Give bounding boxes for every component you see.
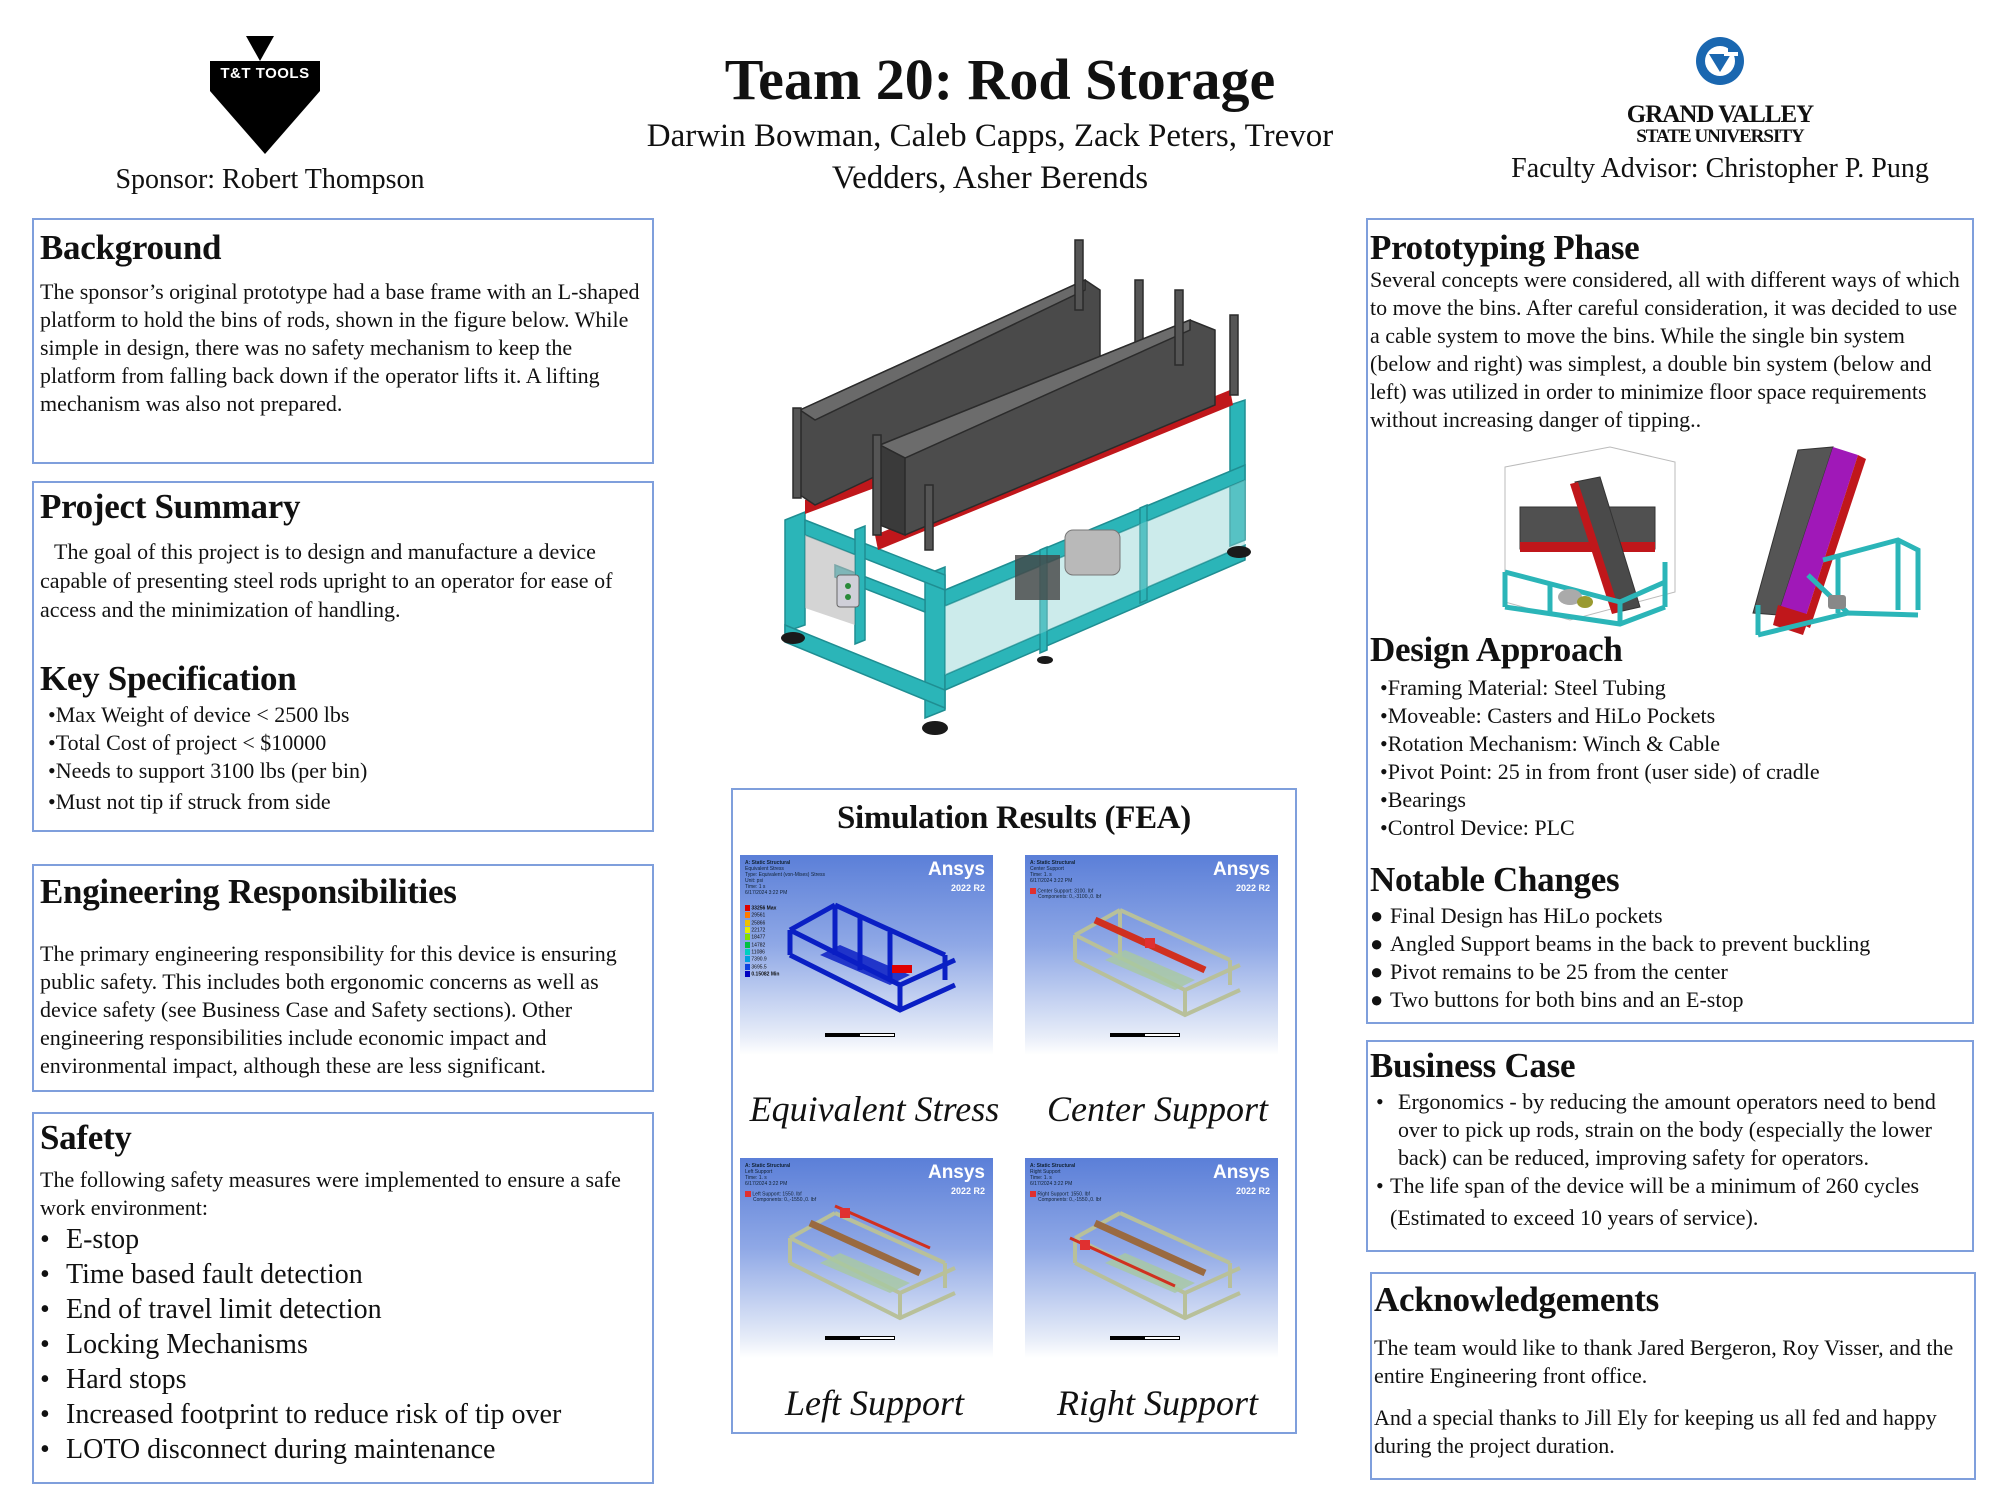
fea-meta: A: Static Structural Left Support Time: … [745,1163,817,1204]
list-item: ●Pivot remains to be 25 from the center [1370,959,1728,984]
section-simulation-results: Simulation Results (FEA) A: Static Struc… [731,788,1297,1434]
list-item: •The life span of the device will be a m… [1376,1173,1920,1198]
section-text: The following safety measures were imple… [40,1167,621,1220]
section-heading: Acknowledgements [1374,1280,1659,1319]
faculty-advisor: Faculty Advisor: Christopher P. Pung [1511,153,1929,184]
list-item: •End of travel limit detection [40,1294,382,1325]
team-members: Darwin Bowman, Caleb Capps, Zack Peters,… [646,118,1334,196]
acknowledgement-text-1: The team would like to thank Jared Berge… [1374,1335,1954,1388]
section-heading: Background [40,228,222,267]
fea-meta: A: Static Structural Center Support Time… [1030,860,1102,901]
fea-frame-graphic [1069,1211,1241,1321]
section-text: The sponsor’s original prototype had a b… [40,279,640,416]
safety-list: •E-stop •Time based fault detection •End… [40,1222,650,1467]
list-item: ●Two buttons for both bins and an E-stop [1370,987,1744,1012]
section-acknowledgements: Acknowledgements The team would like to … [1370,1272,1976,1480]
section-project-summary: Project Summary The goal of this project… [32,481,654,832]
fea-left-support-image: A: Static Structural Left Support Time: … [740,1158,993,1358]
sponsor-logo: T&T TOOLS [210,36,320,156]
gvsu-emblem-icon [1696,37,1744,85]
section-heading-key-spec: Key Specification [40,659,297,698]
section-heading-design-approach: Design Approach [1370,630,1623,669]
fea-meta: A: Static Structural Equivalent Stress T… [745,860,826,896]
section-text: Several concepts were considered, all wi… [1370,267,1960,432]
section-engineering-responsibilities: Engineering Responsibilities The primary… [32,864,654,1092]
fea-frame-graphic [787,902,957,1013]
section-heading-notable-changes: Notable Changes [1370,860,1620,899]
university-name-line2: STATE UNIVERSITY [1636,126,1805,147]
acknowledgement-text-2: And a special thanks to Jill Ely for kee… [1374,1405,1937,1458]
section-heading: Project Summary [40,487,301,526]
fea-frame-graphic [1073,908,1241,1018]
scale-bar [825,1033,895,1037]
scale-bar [1110,1033,1180,1037]
section-prototyping-design: Prototyping Phase Several concepts were … [1366,218,1974,1024]
design-approach-list: •Framing Material: Steel Tubing •Moveabl… [1380,674,1970,842]
fea-caption: Left Support [784,1383,964,1423]
sponsor-logo-text: T&T TOOLS [220,65,310,82]
list-item: •Ergonomics - by reducing the amount ope… [1376,1089,1936,1170]
university-logo: GRAND VALLEY STATE UNIVERSITY [1600,36,1840,156]
single-bin-concept-figure [1752,446,1921,638]
section-business-case: Business Case •Ergonomics - by reducing … [1366,1040,1974,1252]
list-item: •Moveable: Casters and HiLo Pockets [1380,703,1716,728]
fea-right-support-image: A: Static Structural Right Support Time:… [1025,1158,1278,1358]
scale-bar [1110,1336,1180,1340]
section-heading: Business Case [1370,1046,1576,1085]
list-item: •Locking Mechanisms [40,1329,308,1360]
fea-caption: Equivalent Stress [749,1089,1000,1129]
list-item: •Time based fault detection [40,1259,363,1290]
fea-equivalent-stress-image: A: Static Structural Equivalent Stress T… [740,855,993,1055]
list-item: •Framing Material: Steel Tubing [1380,675,1666,700]
section-heading: Prototyping Phase [1370,228,1640,267]
section-heading: Engineering Responsibilities [40,872,457,911]
list-item: •Bearings [1380,787,1466,812]
list-item: ●Angled Support beams in the back to pre… [1370,931,1871,956]
list-item: •Control Device: PLC [1380,815,1575,840]
section-heading: Simulation Results (FEA) [837,800,1191,836]
list-item: •Total Cost of project < $10000 [48,730,327,755]
fea-meta: A: Static Structural Right Support Time:… [1030,1163,1102,1204]
section-heading: Safety [40,1118,132,1157]
scale-bar [825,1336,895,1340]
section-safety: Safety The following safety measures wer… [32,1112,654,1484]
list-item: •Rotation Mechanism: Winch & Cable [1380,731,1721,756]
list-item: •Hard stops [40,1364,187,1395]
list-item: •Pivot Point: 25 in from front (user sid… [1380,759,1820,784]
list-item: •Must not tip if struck from side [48,789,331,814]
list-item: ●Final Design has HiLo pockets [1370,903,1663,928]
list-item: •Max Weight of device < 2500 lbs [48,702,350,727]
fea-center-support-image: A: Static Structural Center Support Time… [1025,855,1278,1055]
poster-title: Team 20: Rod Storage [724,47,1276,112]
section-text: The goal of this project is to design an… [40,539,613,622]
key-spec-list: •Max Weight of device < 2500 lbs •Total … [48,701,648,816]
main-cad-figure [775,230,1295,750]
stress-legend: 33256 Max 29561 25866 22172 18477 14782 … [745,905,779,978]
notable-changes-list: ●Final Design has HiLo pockets ●Angled S… [1370,902,1970,1014]
fea-caption: Right Support [1056,1383,1258,1423]
list-item: •Increased footprint to reduce risk of t… [40,1399,562,1430]
list-item: •Needs to support 3100 lbs (per bin) [48,758,368,783]
double-bin-concept-figure [1502,446,1676,627]
business-case-note: (Estimated to exceed 10 years of service… [1390,1205,1759,1230]
sponsor-name: Sponsor: Robert Thompson [115,164,425,195]
list-item: •E-stop [40,1224,140,1255]
fea-caption: Center Support [1047,1089,1268,1129]
section-text: The primary engineering responsibility f… [40,941,617,1078]
business-case-list: •Ergonomics - by reducing the amount ope… [1376,1088,1972,1200]
university-name-line1: GRAND VALLEY [1626,101,1814,128]
fea-frame-graphic [788,1204,956,1321]
section-background: Background The sponsor’s original protot… [32,218,654,464]
list-item: •LOTO disconnect during maintenance [40,1434,496,1465]
